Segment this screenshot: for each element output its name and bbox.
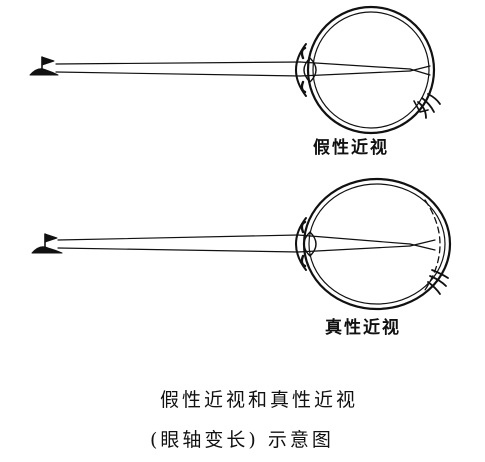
eyeball-elongated [295,177,452,311]
iris [300,46,307,60]
flag-icon [29,56,59,76]
caption-line-1: 假性近视和真性近视 [160,389,359,411]
iris [300,220,307,234]
true-myopia-diagram [31,177,452,311]
pseudo-myopia-diagram [29,5,441,135]
optic-nerve [427,269,449,295]
true-myopia-label: 真性近视 [325,318,401,338]
normal-eye-outline [424,199,441,291]
light-rays [55,61,431,77]
flag-icon [31,233,63,254]
caption-line-2: (眼轴变长) 示意图 [150,429,334,451]
lens [303,57,317,83]
light-rays [57,234,436,253]
lens [303,231,317,257]
eyeball-normal [295,5,441,135]
pseudo-myopia-label: 假性近视 [313,138,389,158]
optic-nerve [417,93,441,119]
